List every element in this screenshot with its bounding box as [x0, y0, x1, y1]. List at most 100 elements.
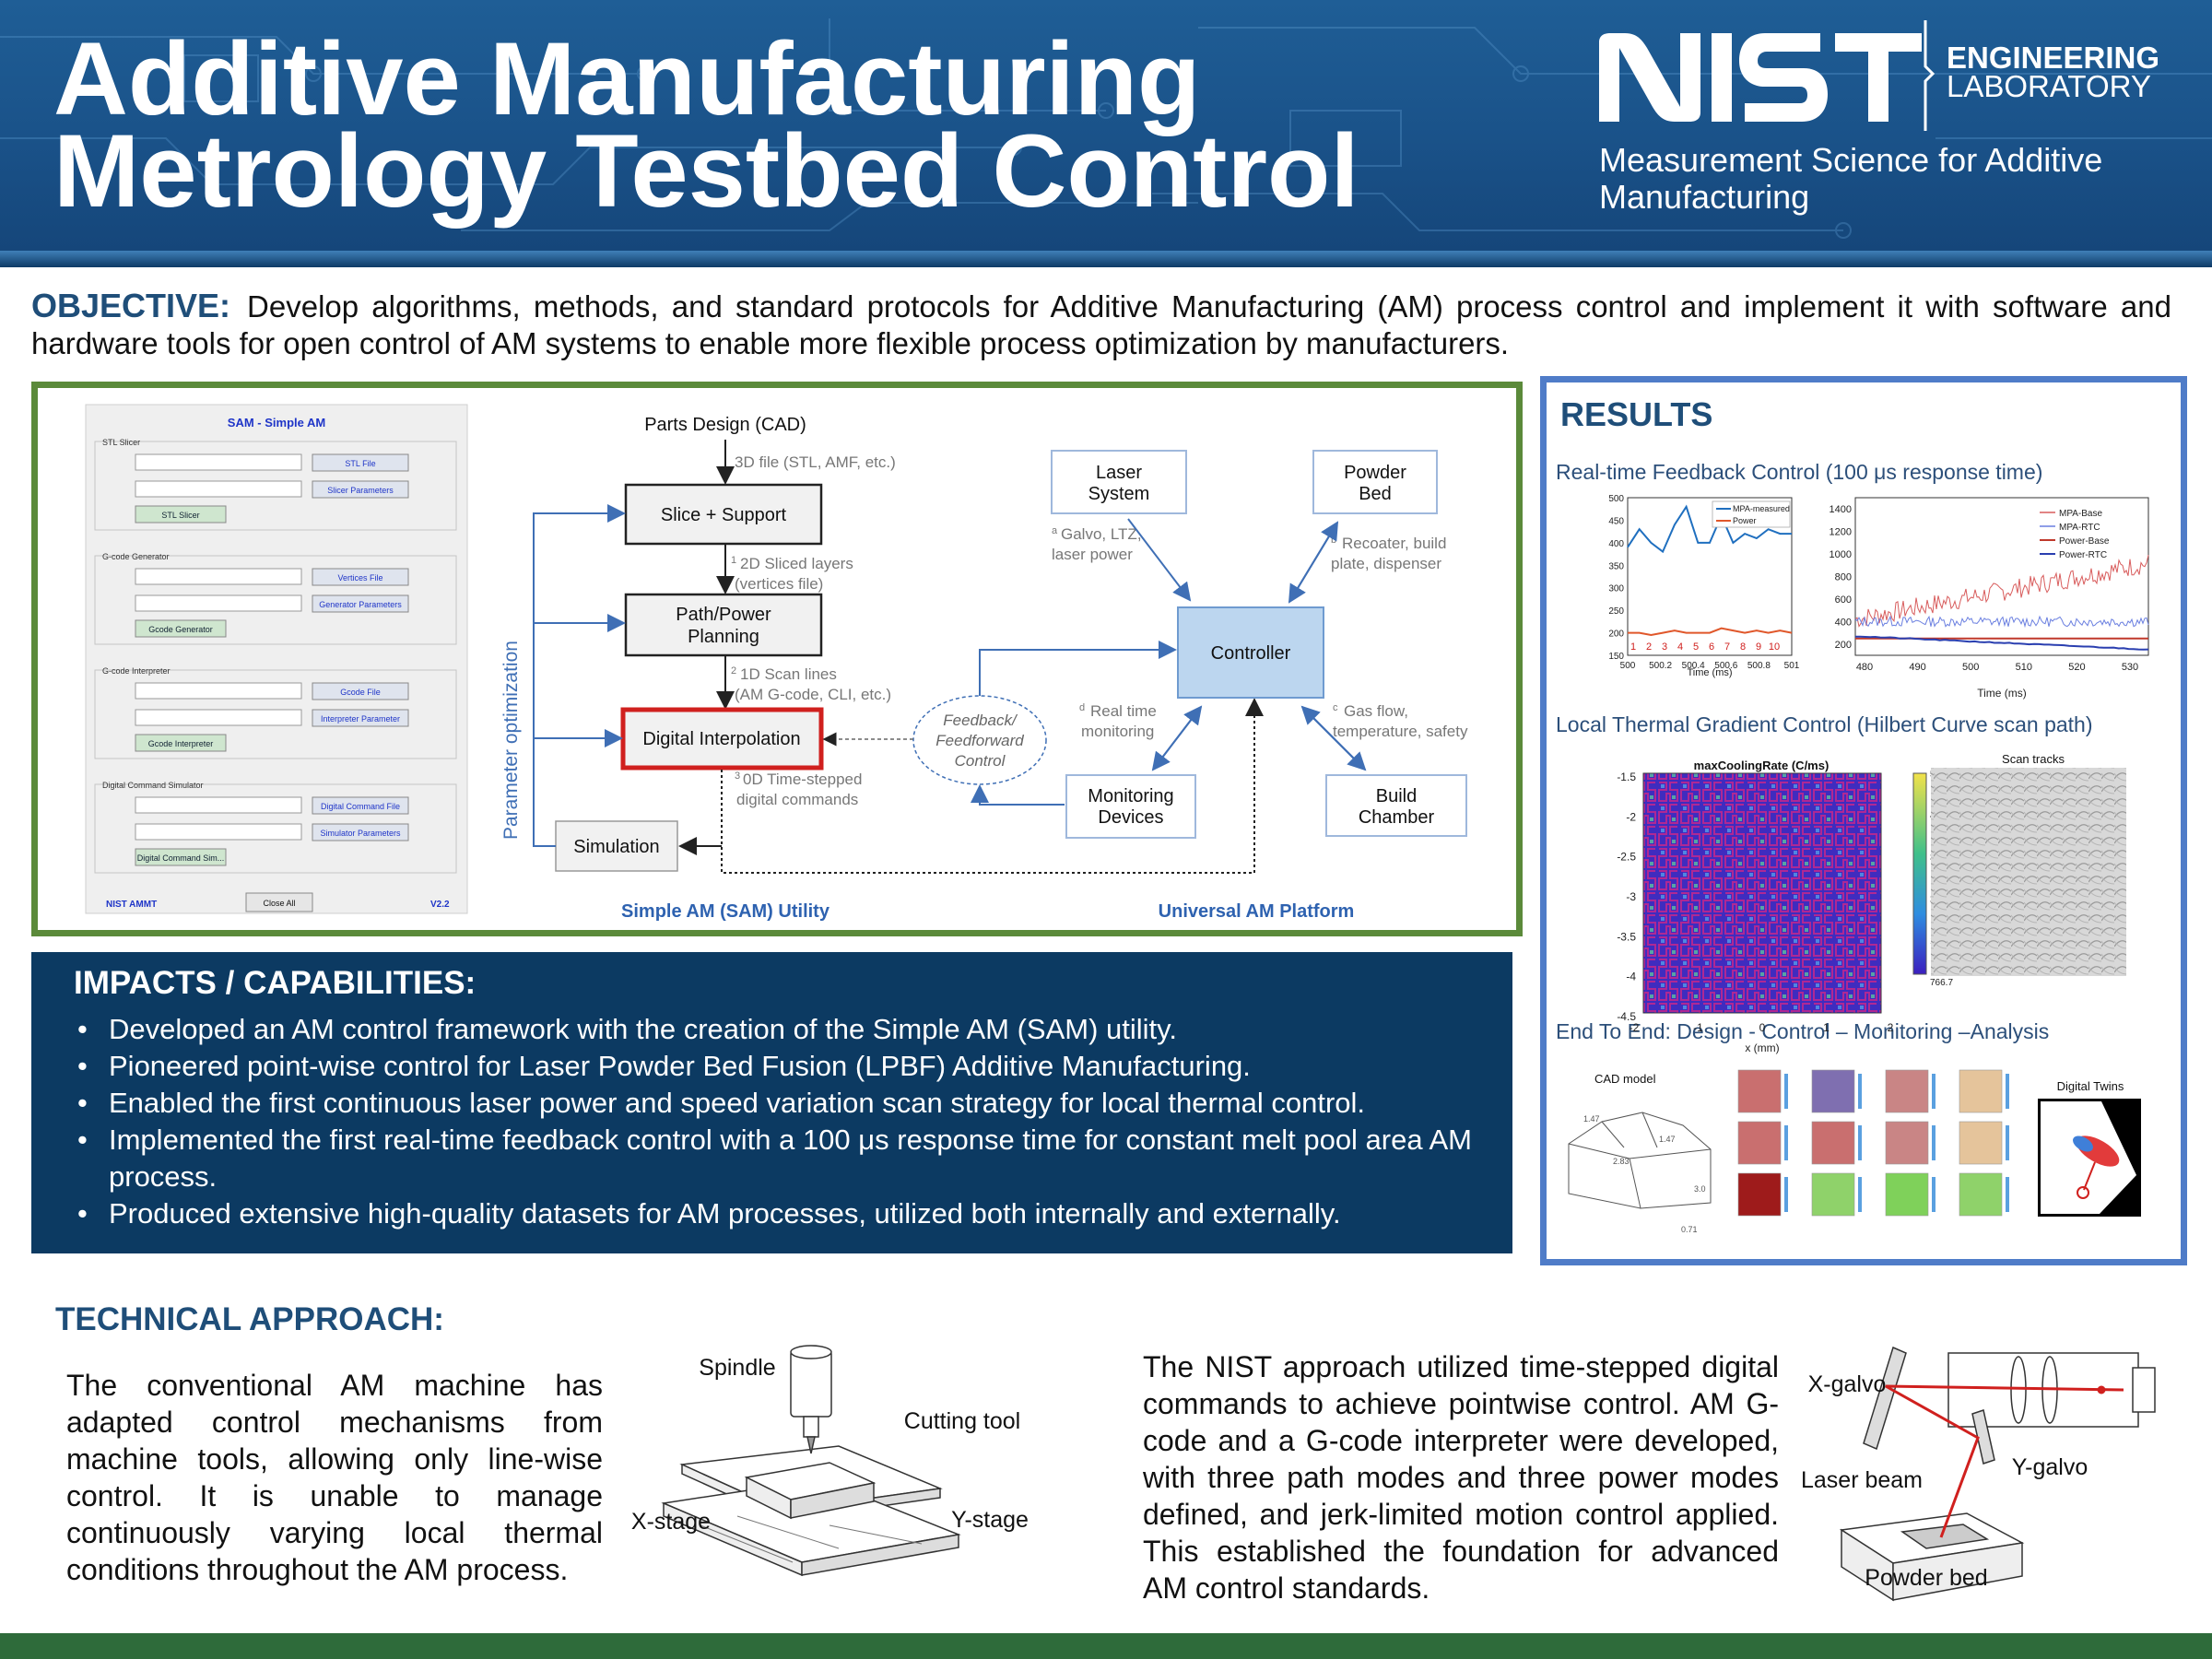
sliced-layers-label: 2D Sliced layers [740, 555, 853, 572]
laser-note-2: laser power [1052, 546, 1133, 563]
sam-file-input[interactable] [135, 796, 302, 814]
build-chamber-box [1325, 774, 1467, 837]
technical-approach-title: TECHNICAL APPROACH: [55, 1301, 444, 1337]
poster-title-line1: Additive Manufacturing [53, 21, 1201, 136]
thermal-map-ytick: -3 [1626, 890, 1636, 903]
scan-lines-label: 1D Scan lines [740, 665, 837, 683]
sam-generator-parameters-button[interactable]: Generator Parameters [312, 594, 409, 613]
thumbnail-colorbar [1932, 1074, 1936, 1109]
sam-app-window: SAM - Simple AM STL Slicer STL File Slic… [85, 404, 468, 914]
chart1-ytick: 300 [1608, 584, 1624, 594]
cad-dim: 2.83 [1613, 1157, 1630, 1166]
logo-divider [1924, 20, 1936, 131]
sam-digital-command-file-button[interactable]: Digital Command File [312, 796, 409, 815]
controller-box [1177, 606, 1324, 699]
svg-text:Gcode Generator: Gcode Generator [148, 625, 213, 634]
results-panel: RESULTS Real-time Feedback Control (100 … [1540, 376, 2187, 1265]
sam-slicer-parameters-button[interactable]: Slicer Parameters [312, 480, 409, 499]
thumbnail-colorbar [1932, 1125, 1936, 1160]
x-galvo-label: X-galvo [1808, 1371, 1887, 1397]
chart1-xtick: 500.4 [1682, 661, 1705, 671]
sam-gcode-interpreter-button[interactable]: Gcode Interpreter [135, 734, 227, 752]
thumbnail-colorbar [1858, 1074, 1862, 1109]
chart2-xtick: 480 [1856, 662, 1873, 673]
controller-label: Controller [1211, 643, 1291, 664]
mpa-rtc-line [1854, 615, 2149, 629]
chart1-step-marker: 7 [1724, 641, 1730, 653]
simulation-thumbnail [1811, 1121, 1855, 1165]
superscript-b: b [1331, 535, 1336, 546]
sam-interpreter-parameter-button[interactable]: Interpreter Parameter [312, 709, 409, 727]
chart1-step-marker: 1 [1630, 641, 1636, 653]
program-name-line2: Manufacturing [1599, 178, 1810, 216]
thumbnail-colorbar [2006, 1074, 2009, 1109]
chart1-xtick: 500.6 [1714, 661, 1737, 671]
program-name-line1: Measurement Science for Additive [1599, 141, 2103, 179]
thermal-map-title: maxCoolingRate (C/ms) [1694, 759, 1830, 772]
legend-mpa-base: MPA-Base [2059, 509, 2102, 519]
poster-title-line2: Metrology Testbed Control [53, 113, 1359, 229]
impact-item: Produced extensive high-quality datasets… [74, 1195, 1493, 1232]
chart1-xlabel: Time (ms) [1687, 667, 1732, 678]
monitor-note-2: monitoring [1081, 723, 1154, 740]
sam-file-input[interactable] [135, 568, 302, 585]
sam-stl-slicer-button[interactable]: STL Slicer [135, 505, 227, 524]
laser-system-label-1: Laser [1096, 463, 1142, 483]
chart1-step-marker: 6 [1709, 641, 1714, 653]
objective-paragraph: OBJECTIVE:Develop algorithms, methods, a… [31, 288, 2171, 362]
sam-gcode-generator-button[interactable]: Gcode Generator [135, 619, 227, 638]
sam-file-input[interactable] [135, 453, 302, 471]
chart1-ytick: 450 [1608, 516, 1624, 526]
arrow [1300, 705, 1366, 771]
impacts-panel: IMPACTS / CAPABILITIES: Developed an AM … [31, 952, 1512, 1253]
sam-simulator-parameters-button[interactable]: Simulator Parameters [312, 823, 409, 841]
monitoring-label-1: Monitoring [1088, 786, 1173, 806]
svg-text:Slicer Parameters: Slicer Parameters [327, 486, 394, 495]
sam-close-all-button[interactable]: Close All [245, 892, 313, 912]
sam-param-input[interactable] [135, 709, 302, 726]
sam-gcode-file-button[interactable]: Gcode File [312, 682, 409, 700]
chart2-xtick: 500 [1962, 662, 1979, 673]
impact-item: Pioneered point-wise control for Laser P… [74, 1048, 1493, 1085]
results-subtitle-feedback: Real-time Feedback Control (100 μs respo… [1556, 460, 2043, 484]
header-divider-band [0, 251, 2212, 267]
chart2-ytick: 400 [1835, 618, 1852, 629]
y-stage-label: Y-stage [951, 1507, 1029, 1533]
sam-app-title: SAM - Simple AM [228, 416, 325, 429]
impact-item: Enabled the first continuous laser power… [74, 1085, 1493, 1122]
thermal-gradient-map: maxCoolingRate (C/ms) -1.5-2-2.5-3-3.5-4… [1617, 752, 2126, 1054]
chart1-xtick: 500.2 [1649, 661, 1672, 671]
sam-digital-command-sim-button[interactable]: Digital Command Sim... [135, 848, 227, 866]
chart1-step-marker: 5 [1693, 641, 1699, 653]
sam-param-input[interactable] [135, 823, 302, 841]
sam-file-input[interactable] [135, 682, 302, 700]
parameter-optimization-label: Parameter optimization [500, 641, 522, 840]
sam-param-input[interactable] [135, 480, 302, 498]
am-platform: Laser System a Galvo, LTZ, laser power P… [1051, 450, 1468, 839]
superscript-2: 2 [731, 665, 736, 677]
arrow [971, 784, 1065, 806]
thumbnail-colorbar [1932, 1177, 1936, 1212]
sam-param-input[interactable] [135, 594, 302, 612]
svg-text:STL File: STL File [345, 459, 375, 468]
simulation-thumbnail [1737, 1172, 1782, 1217]
thermal-map-xtick: 0 [1759, 1021, 1766, 1034]
path-power-label-2: Planning [688, 627, 759, 647]
time-stepped-label: 0D Time-stepped [743, 771, 862, 788]
digital-interpolation-label: Digital Interpolation [642, 729, 800, 749]
arrow [1288, 522, 1338, 604]
chart1-legend: MPA-measured Power [1712, 500, 1791, 528]
monitoring-devices-box [1065, 774, 1196, 839]
thermal-map-xtick: -1 [1693, 1021, 1703, 1034]
build-chamber-label-2: Chamber [1359, 807, 1435, 828]
spindle-label: Spindle [699, 1355, 775, 1381]
sam-stl-file-button[interactable]: STL File [312, 453, 409, 472]
sam-vertices-file-button[interactable]: Vertices File [312, 568, 409, 586]
chart2-ytick: 1400 [1830, 504, 1852, 515]
laser-system-label-2: System [1088, 484, 1150, 504]
legend-mpa-measured: MPA-measured [1733, 504, 1790, 513]
results-title: RESULTS [1560, 395, 1713, 433]
